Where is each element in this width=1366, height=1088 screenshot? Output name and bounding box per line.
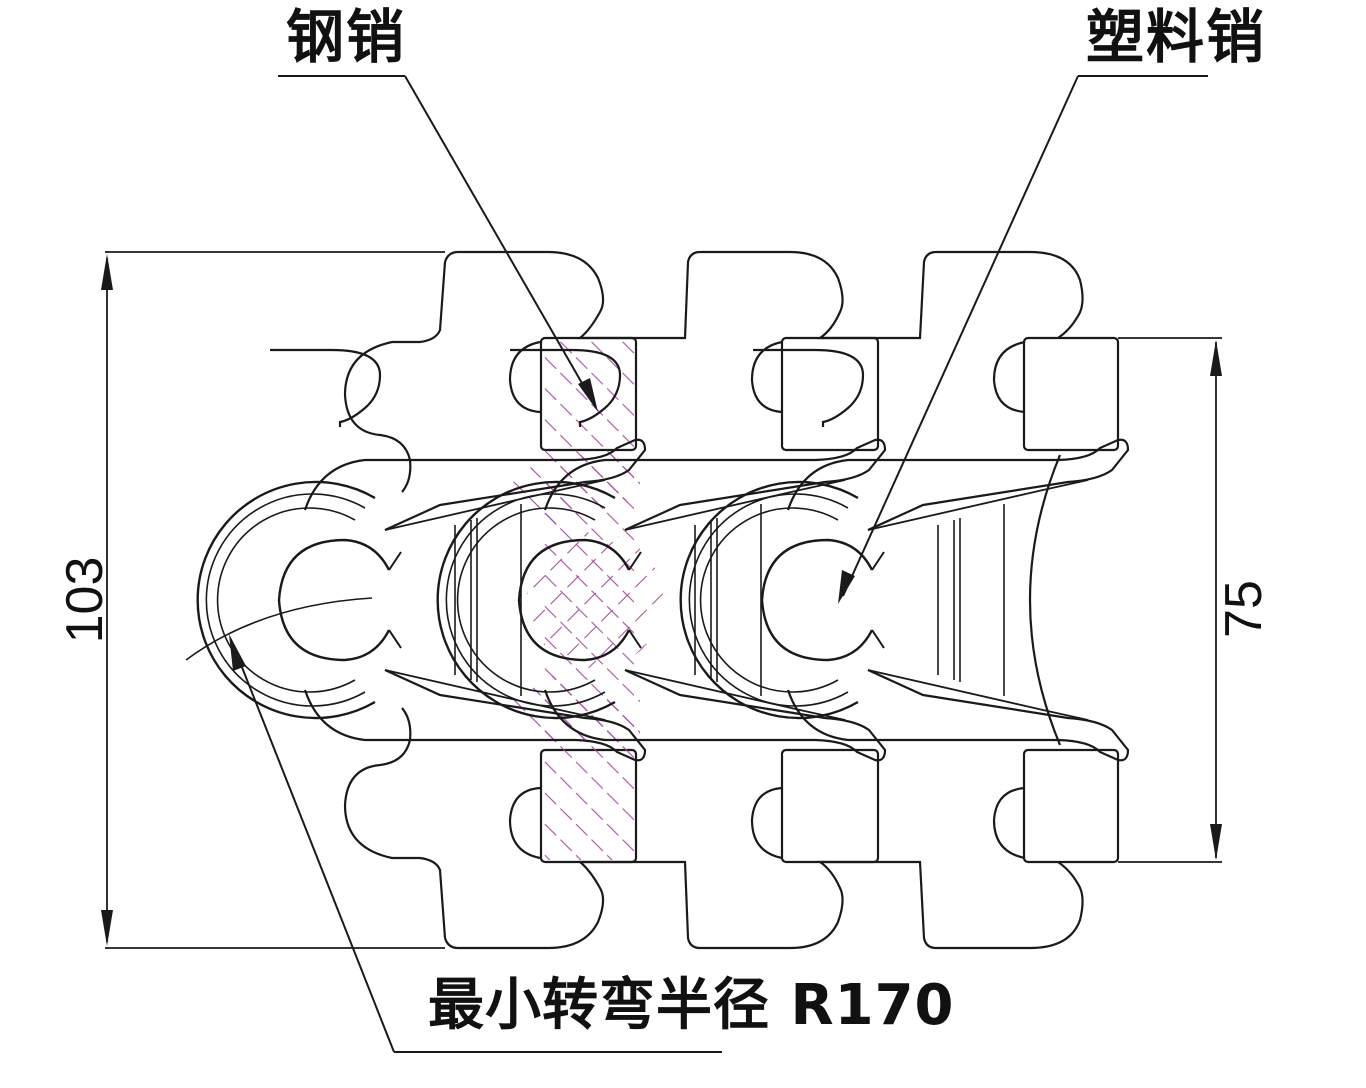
steel-pin-label: 钢销 [286,3,407,71]
dimension-103 [101,251,445,949]
dimension-75-text: 75 [1215,580,1273,638]
dimension-75 [1118,337,1222,863]
leader-plastic-pin [838,75,1208,604]
steel-pin-hatch [500,340,663,860]
leader-radius [185,597,722,1053]
outer-profile [343,250,1084,950]
dimension-103-text: 103 [56,556,114,644]
leader-steel-pin [278,75,598,412]
min-turn-radius-label: 最小转弯半径 R170 [428,973,955,1038]
plastic-pin-label: 塑料销 [1086,3,1267,71]
link-2 [436,348,887,762]
